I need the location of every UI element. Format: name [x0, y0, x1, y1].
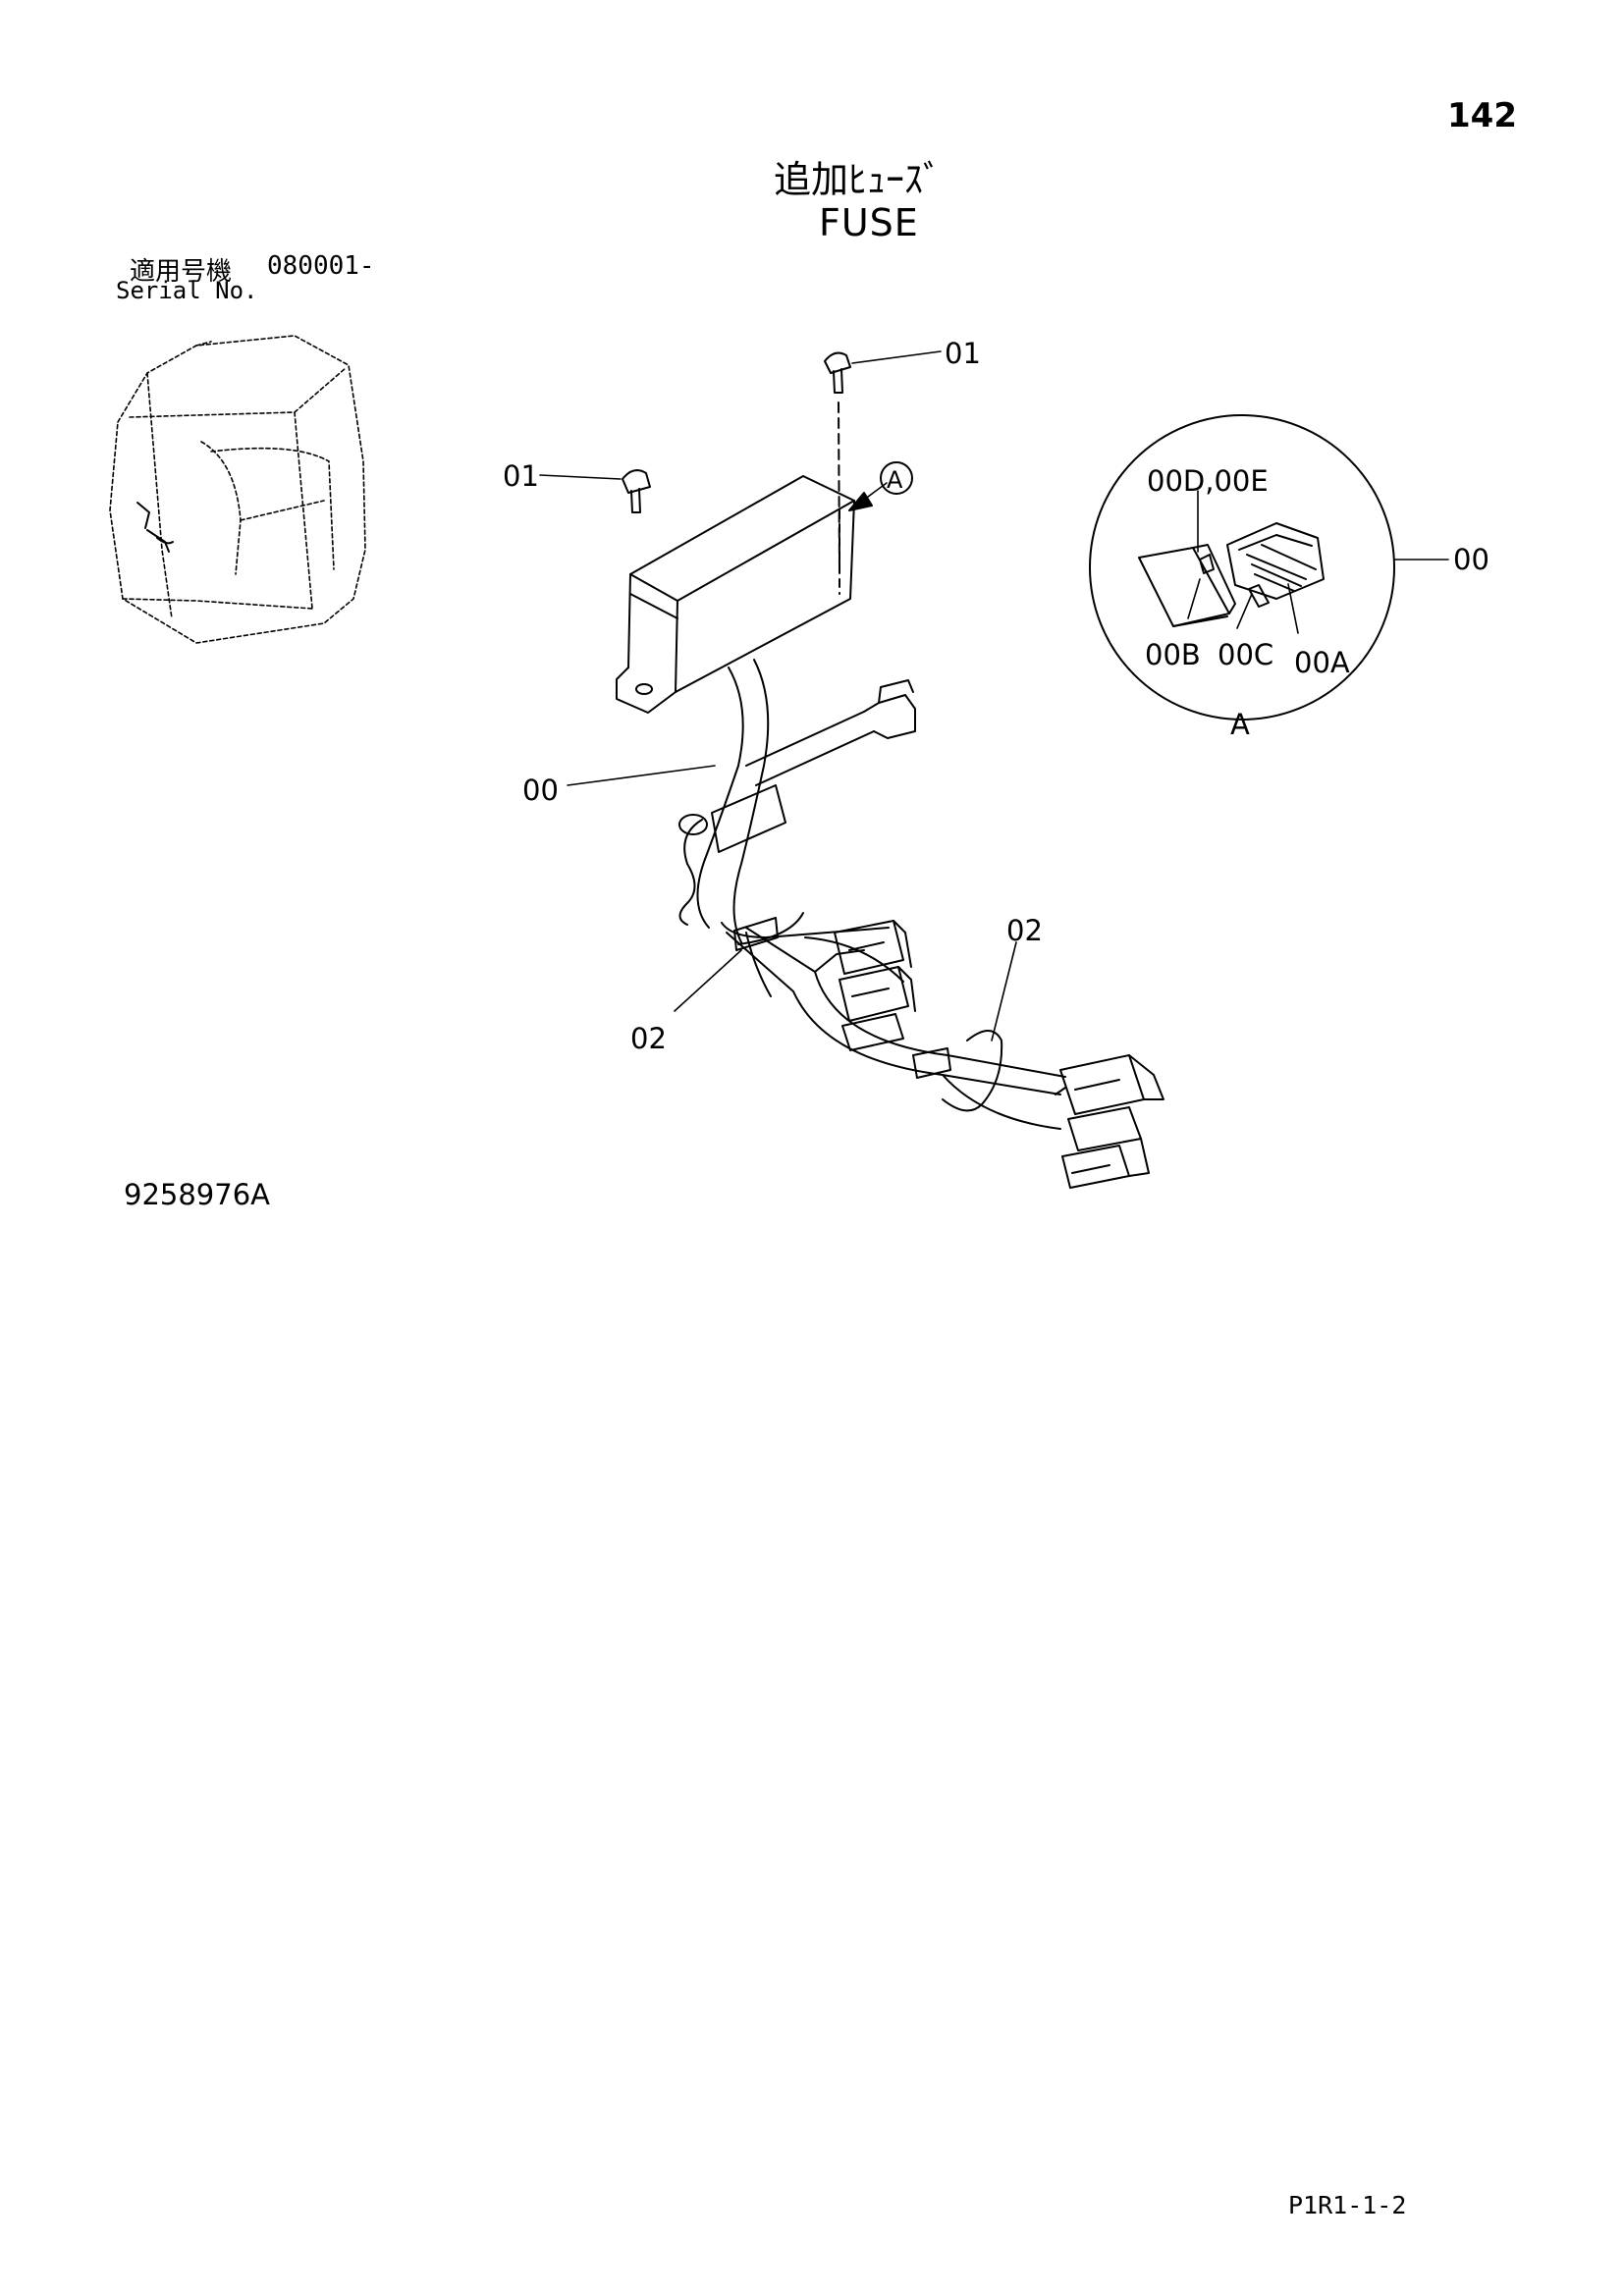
detail-view-a: [1089, 414, 1395, 721]
arrow-icon: [848, 492, 873, 511]
drawing-number: 9258976A: [124, 1178, 270, 1211]
callout-detail-assembly: 00: [1453, 543, 1489, 576]
bolt-top: [824, 351, 851, 570]
page-title-japanese: 追加ﾋｭｰｽﾞ: [774, 158, 943, 201]
wire-harness: [678, 659, 1066, 1130]
page-code: P1R1-1-2: [1288, 2191, 1407, 2219]
callout-detail-00de: 00D,00E: [1147, 464, 1269, 498]
clamp-right: [912, 1030, 1003, 1112]
callout-clamp-right: 02: [1006, 914, 1043, 947]
bolt-left: [622, 469, 651, 513]
clamp-left: [733, 912, 804, 997]
detail-ref-bubble: [880, 461, 913, 495]
cab-fuse-marker: [136, 502, 174, 553]
serial-value: 080001-: [267, 251, 375, 281]
serial-label-japanese: 適用号機: [130, 257, 233, 287]
connector-cluster-left: [834, 920, 916, 1051]
serial-label: Serial No.: [116, 277, 258, 304]
callout-bolt-left: 01: [503, 459, 539, 493]
callout-detail-00b: 00B: [1145, 638, 1201, 671]
page-title: FUSE: [819, 201, 919, 244]
callout-clamp-left: 02: [630, 1022, 667, 1055]
callout-harness: 00: [522, 774, 559, 807]
callout-detail-label: A: [1230, 708, 1250, 741]
fuse-box-housing: [616, 475, 855, 714]
callout-detail-ref: A: [887, 466, 903, 494]
page-number: 142: [1447, 96, 1517, 135]
connector-cluster-right: [1055, 1054, 1164, 1189]
leader-lines: [539, 350, 1449, 1041]
cab-location-thumbnail: [109, 335, 366, 644]
callout-detail-00a: 00A: [1294, 646, 1350, 679]
callout-bolt-top: 01: [945, 337, 981, 370]
callout-detail-00c: 00C: [1218, 638, 1273, 671]
